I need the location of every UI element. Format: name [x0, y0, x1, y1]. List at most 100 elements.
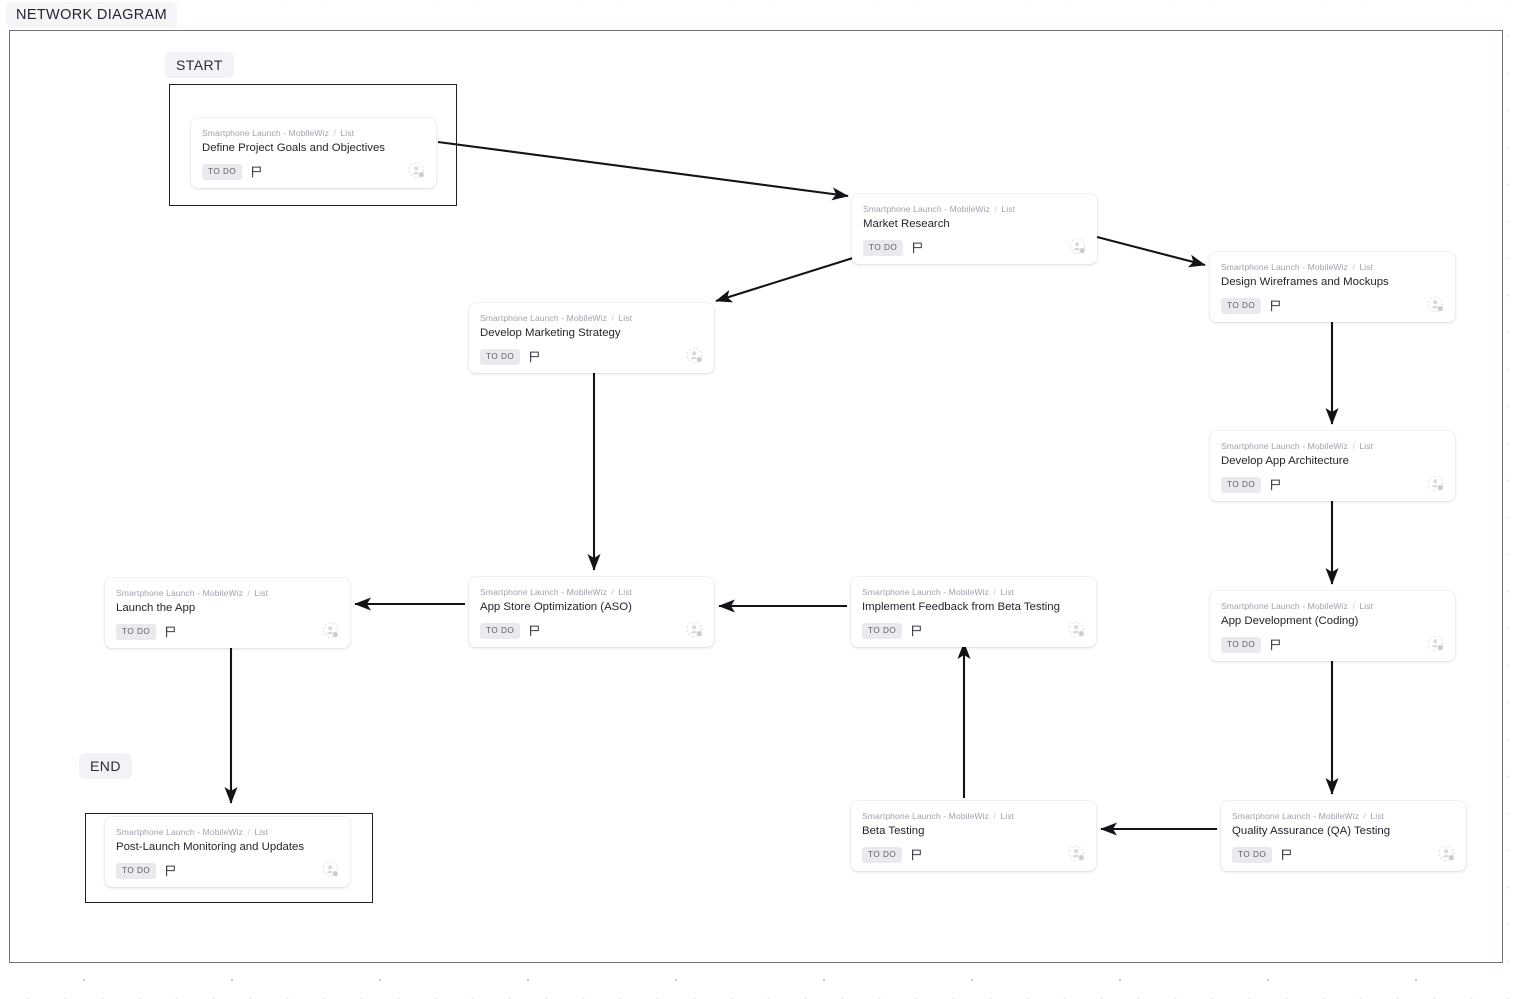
breadcrumb-project: Smartphone Launch - MobileWiz	[116, 588, 243, 598]
card-breadcrumb: Smartphone Launch - MobileWiz / List	[1221, 440, 1444, 452]
card-breadcrumb: Smartphone Launch - MobileWiz / List	[862, 810, 1085, 822]
card-footer: TO DO	[202, 162, 426, 180]
breadcrumb-separator: /	[1350, 262, 1358, 272]
status-badge[interactable]: TO DO	[480, 622, 521, 639]
assignee-avatar-icon[interactable]	[1069, 238, 1087, 256]
card-title: Develop App Architecture	[1221, 455, 1349, 467]
breadcrumb-view: List	[1000, 811, 1015, 821]
status-badge[interactable]: TO DO	[863, 239, 904, 256]
flag-icon[interactable]	[165, 865, 176, 877]
status-badge[interactable]: TO DO	[116, 862, 157, 879]
card-footer: TO DO	[1221, 635, 1445, 653]
status-badge[interactable]: TO DO	[202, 163, 243, 180]
breadcrumb-project: Smartphone Launch - MobileWiz	[1221, 601, 1348, 611]
group-label-end: END	[79, 753, 132, 779]
status-badge[interactable]: TO DO	[1221, 297, 1262, 314]
flag-icon[interactable]	[1270, 639, 1281, 651]
card-breadcrumb: Smartphone Launch - MobileWiz / List	[1221, 261, 1444, 273]
assignee-avatar-icon[interactable]	[686, 347, 704, 365]
page-title: NETWORK DIAGRAM	[6, 2, 178, 28]
breadcrumb-view: List	[1001, 204, 1016, 214]
assignee-avatar-icon[interactable]	[1427, 296, 1445, 314]
card-footer: TO DO	[1221, 475, 1445, 493]
status-badge[interactable]: TO DO	[1221, 476, 1262, 493]
card-footer: TO DO	[116, 861, 340, 879]
flag-icon[interactable]	[529, 625, 540, 637]
card-footer: TO DO	[862, 845, 1086, 863]
card-footer: TO DO	[1232, 845, 1456, 863]
breadcrumb-separator: /	[331, 128, 339, 138]
breadcrumb-project: Smartphone Launch - MobileWiz	[1221, 262, 1348, 272]
breadcrumb-separator: /	[1350, 441, 1358, 451]
breadcrumb-project: Smartphone Launch - MobileWiz	[1232, 811, 1359, 821]
card-title: Market Research	[863, 218, 950, 230]
card-breadcrumb: Smartphone Launch - MobileWiz / List	[862, 586, 1085, 598]
assignee-avatar-icon[interactable]	[322, 861, 340, 879]
breadcrumb-separator: /	[991, 811, 999, 821]
flag-icon[interactable]	[911, 849, 922, 861]
breadcrumb-project: Smartphone Launch - MobileWiz	[862, 811, 989, 821]
flag-icon[interactable]	[251, 166, 262, 178]
card-title: Launch the App	[116, 602, 196, 614]
card-footer: TO DO	[480, 347, 704, 365]
assignee-avatar-icon[interactable]	[322, 622, 340, 640]
card-breadcrumb: Smartphone Launch - MobileWiz / List	[202, 127, 425, 139]
status-badge[interactable]: TO DO	[1221, 636, 1262, 653]
assignee-avatar-icon[interactable]	[686, 621, 704, 639]
assignee-avatar-icon[interactable]	[1427, 475, 1445, 493]
flag-icon[interactable]	[165, 626, 176, 638]
breadcrumb-separator: /	[992, 204, 1000, 214]
status-badge[interactable]: TO DO	[480, 348, 521, 365]
breadcrumb-separator: /	[245, 827, 253, 837]
status-badge[interactable]: TO DO	[116, 623, 157, 640]
status-badge[interactable]: TO DO	[1232, 846, 1273, 863]
card-footer: TO DO	[862, 621, 1086, 639]
breadcrumb-project: Smartphone Launch - MobileWiz	[202, 128, 329, 138]
flag-icon[interactable]	[1281, 849, 1292, 861]
flag-icon[interactable]	[529, 351, 540, 363]
breadcrumb-separator: /	[1350, 601, 1358, 611]
group-box-end[interactable]	[85, 813, 373, 903]
breadcrumb-project: Smartphone Launch - MobileWiz	[862, 587, 989, 597]
assignee-avatar-icon[interactable]	[408, 162, 426, 180]
assignee-avatar-icon[interactable]	[1438, 845, 1456, 863]
card-title: Quality Assurance (QA) Testing	[1232, 825, 1391, 837]
breadcrumb-separator: /	[609, 587, 617, 597]
assignee-avatar-icon[interactable]	[1068, 845, 1086, 863]
card-breadcrumb: Smartphone Launch - MobileWiz / List	[1221, 600, 1444, 612]
flag-icon[interactable]	[912, 242, 923, 254]
breadcrumb-view: List	[1000, 587, 1015, 597]
breadcrumb-separator: /	[609, 313, 617, 323]
breadcrumb-view: List	[1359, 262, 1374, 272]
breadcrumb-project: Smartphone Launch - MobileWiz	[116, 827, 243, 837]
breadcrumb-view: List	[340, 128, 355, 138]
flag-icon[interactable]	[911, 625, 922, 637]
card-breadcrumb: Smartphone Launch - MobileWiz / List	[116, 587, 339, 599]
assignee-avatar-icon[interactable]	[1427, 635, 1445, 653]
card-breadcrumb: Smartphone Launch - MobileWiz / List	[863, 203, 1086, 215]
flag-icon[interactable]	[1270, 300, 1281, 312]
status-badge[interactable]: TO DO	[862, 622, 903, 639]
card-footer: TO DO	[863, 238, 1087, 256]
breadcrumb-project: Smartphone Launch - MobileWiz	[863, 204, 990, 214]
card-title: Define Project Goals and Objectives	[202, 142, 385, 154]
card-breadcrumb: Smartphone Launch - MobileWiz / List	[116, 826, 339, 838]
assignee-avatar-icon[interactable]	[1068, 621, 1086, 639]
flag-icon[interactable]	[1270, 479, 1281, 491]
status-badge[interactable]: TO DO	[862, 846, 903, 863]
card-footer: TO DO	[116, 622, 340, 640]
card-breadcrumb: Smartphone Launch - MobileWiz / List	[480, 586, 703, 598]
breadcrumb-project: Smartphone Launch - MobileWiz	[480, 313, 607, 323]
